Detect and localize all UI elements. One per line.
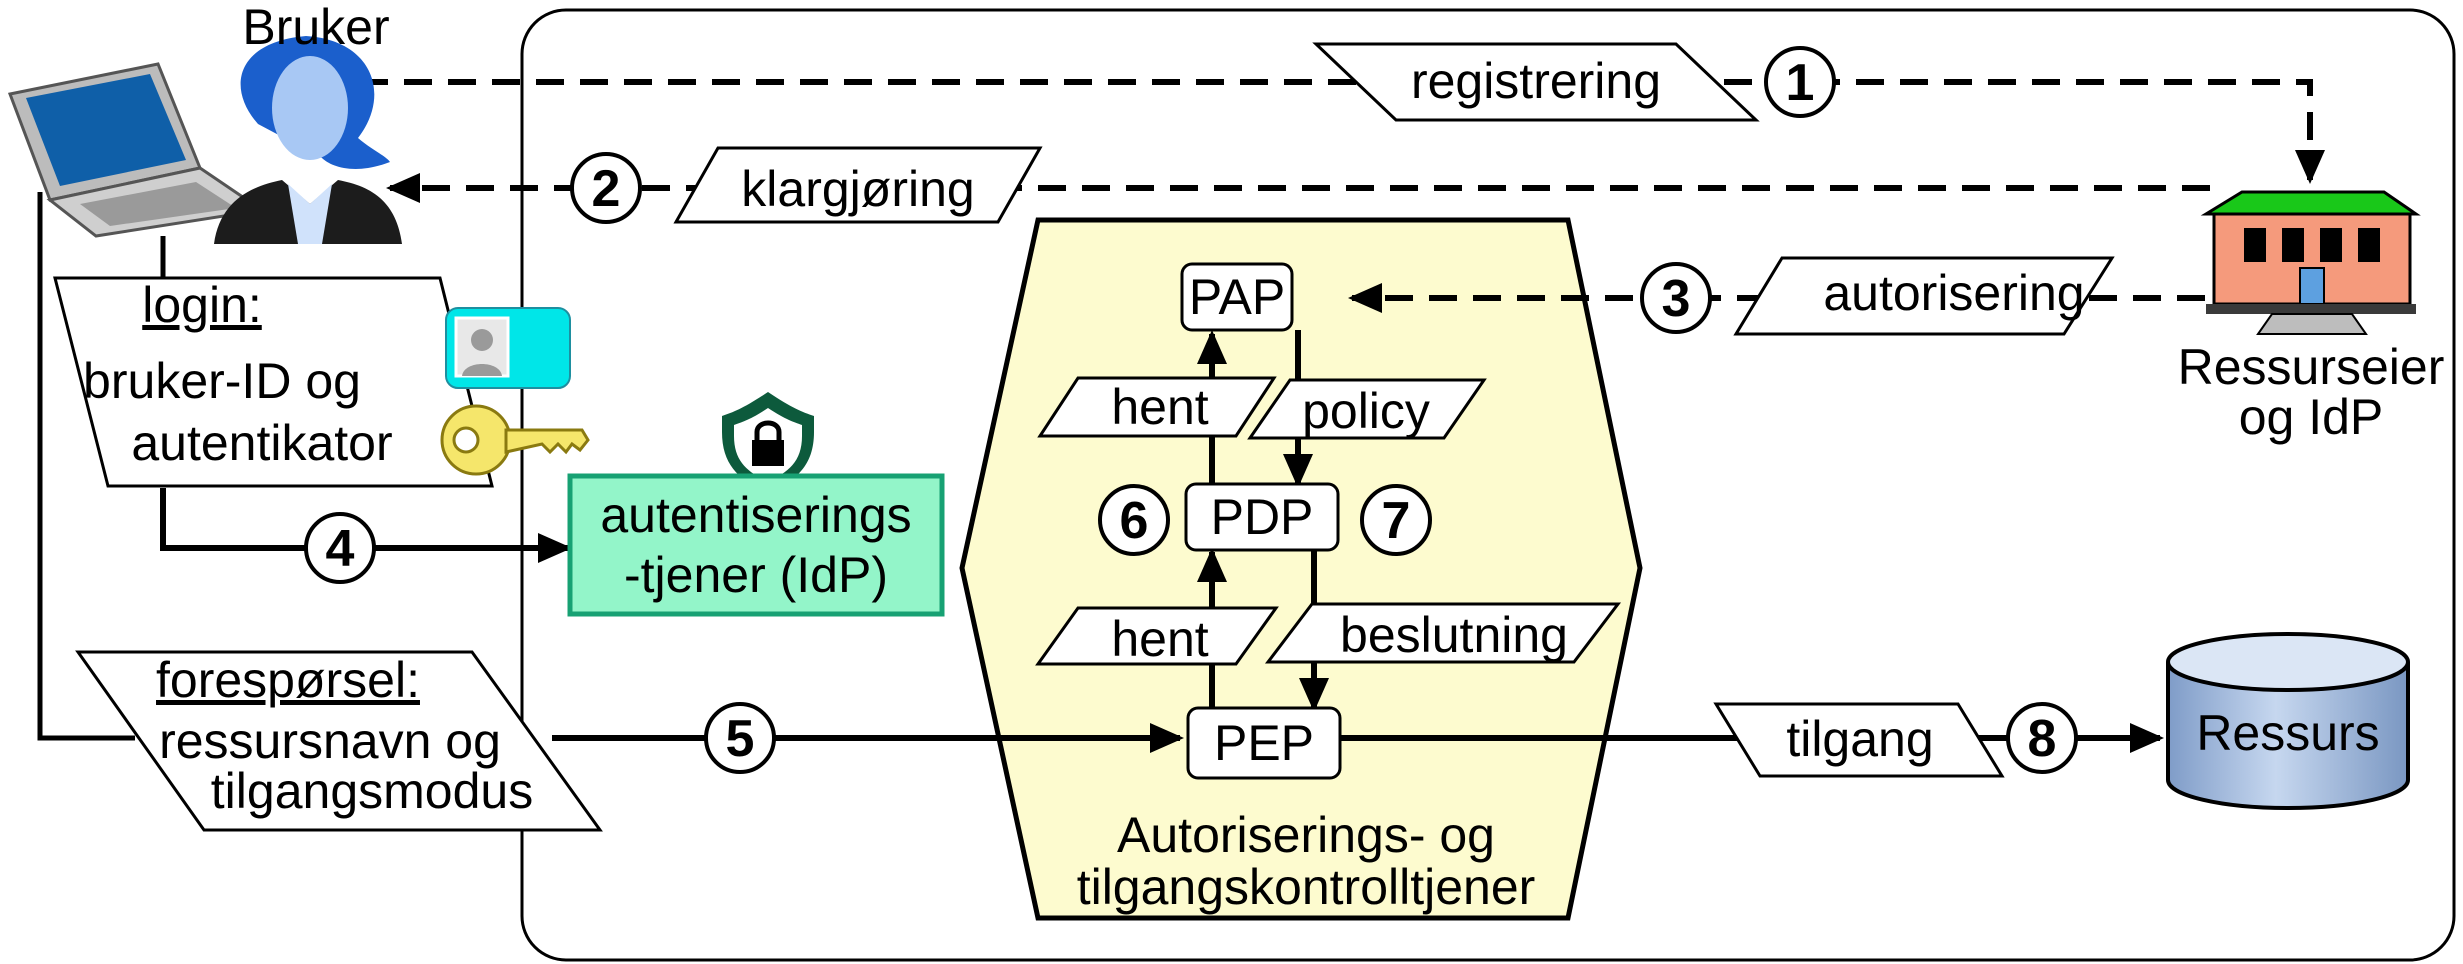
flow-label-klargjoring — [673, 146, 1043, 224]
step-6: 6 — [1098, 484, 1170, 556]
pap-box — [1180, 262, 1294, 332]
resource-database-icon — [2166, 632, 2410, 810]
request-box — [75, 650, 603, 832]
user-icon — [214, 36, 402, 244]
pdp-label: PDP — [1211, 489, 1314, 545]
step-8: 8 — [2006, 702, 2078, 774]
flow-label-autorisering — [1733, 256, 2115, 336]
step-3: 3 — [1640, 262, 1712, 334]
step-4-number: 4 — [326, 520, 355, 578]
flow-autorisering-text: autorisering — [1823, 265, 2084, 321]
step-7-number: 7 — [1382, 492, 1411, 550]
flow-policy-text: policy — [1302, 383, 1430, 439]
step-6-number: 6 — [1120, 492, 1149, 550]
step-1-number: 1 — [1786, 54, 1815, 112]
service-line1: Autoriserings- og — [1117, 807, 1495, 863]
flow-hent-top-text: hent — [1111, 379, 1208, 435]
owner-line1: Ressurseier — [2178, 339, 2445, 395]
step-7: 7 — [1360, 484, 1432, 556]
service-line2: tilgangskontrolltjener — [1077, 859, 1536, 915]
flow-tilgang-text: tilgang — [1786, 711, 1933, 767]
request-line1: ressursnavn og — [159, 713, 501, 769]
pep-box — [1186, 706, 1342, 780]
login-line1: bruker-ID og — [83, 353, 361, 409]
flow-beslutning-text: beslutning — [1340, 607, 1568, 663]
flow-hent-bottom-text: hent — [1111, 611, 1208, 667]
step-5-number: 5 — [726, 710, 755, 768]
flow-registrering-line — [360, 79, 2325, 184]
step-1: 1 — [1764, 46, 1836, 118]
flow-label-hent-top — [1037, 376, 1277, 438]
laptop-request-connector — [37, 192, 135, 741]
step-2-number: 2 — [592, 160, 621, 218]
user-title: Bruker — [242, 0, 389, 55]
owner-line2: og IdP — [2239, 389, 2384, 445]
shield-lock-icon — [722, 392, 814, 494]
flow-label-policy — [1247, 378, 1487, 440]
login-box — [53, 276, 494, 488]
step-3-number: 3 — [1662, 270, 1691, 328]
login-heading: login: — [142, 277, 262, 333]
request-line2: tilgangsmodus — [211, 763, 533, 819]
key-icon — [440, 404, 590, 476]
request-heading: forespørsel: — [156, 652, 420, 708]
step-8-number: 8 — [2028, 710, 2057, 768]
login-line2: autentikator — [131, 415, 392, 471]
idp-line1: autentiserings — [600, 487, 911, 543]
pap-label: PAP — [1189, 269, 1285, 325]
flow-registrering-text: registrering — [1411, 53, 1661, 109]
id-card-icon — [445, 307, 571, 389]
idp-line2: -tjener (IdP) — [624, 547, 888, 603]
step-4: 4 — [304, 512, 376, 584]
idp-server-box — [567, 473, 945, 617]
flow-klargjoring-text: klargjøring — [741, 161, 974, 217]
step-5: 5 — [704, 702, 776, 774]
resource-label: Ressurs — [2196, 705, 2379, 761]
laptop-icon — [7, 62, 266, 238]
step-2: 2 — [570, 152, 642, 224]
building-icon — [2200, 190, 2421, 335]
pdp-box — [1184, 482, 1340, 552]
pep-label: PEP — [1214, 715, 1314, 771]
flow-label-hent-bottom — [1035, 606, 1279, 666]
system-boundary — [520, 8, 2456, 962]
flow-label-beslutning — [1264, 602, 1622, 664]
flow-login-line — [160, 488, 572, 563]
flow-label-tilgang — [1713, 702, 2005, 778]
flow-label-registrering — [1312, 42, 1760, 122]
